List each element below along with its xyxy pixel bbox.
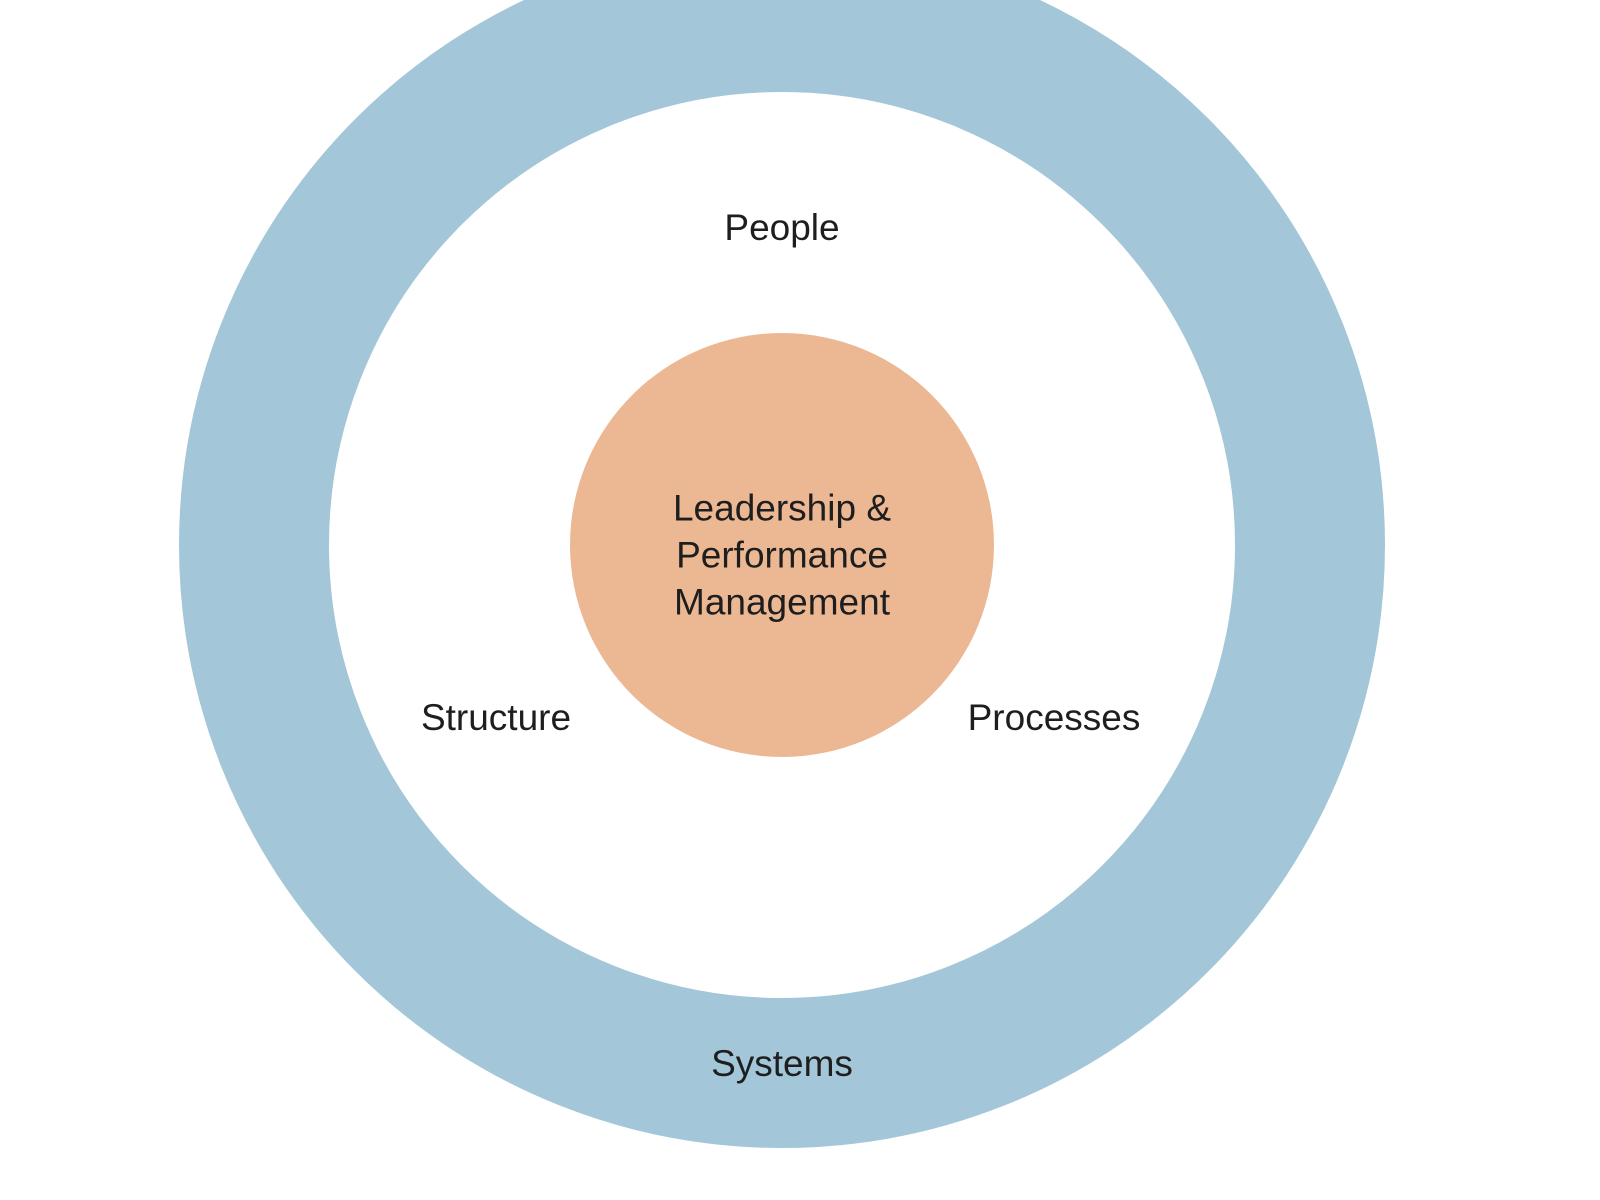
outer-ring-systems [179,0,1385,1148]
center-circle [570,333,994,757]
center-label-line: Performance [676,534,888,576]
label-structure: Structure [420,697,572,738]
label-systems: Systems [711,1043,853,1084]
center-label-line: Management [674,581,890,623]
label-people: People [724,207,840,248]
label-processes: Processes [967,697,1141,738]
center-label-line: Leadership & [672,487,892,529]
center-label: Leadership & Performance Management [673,485,891,626]
